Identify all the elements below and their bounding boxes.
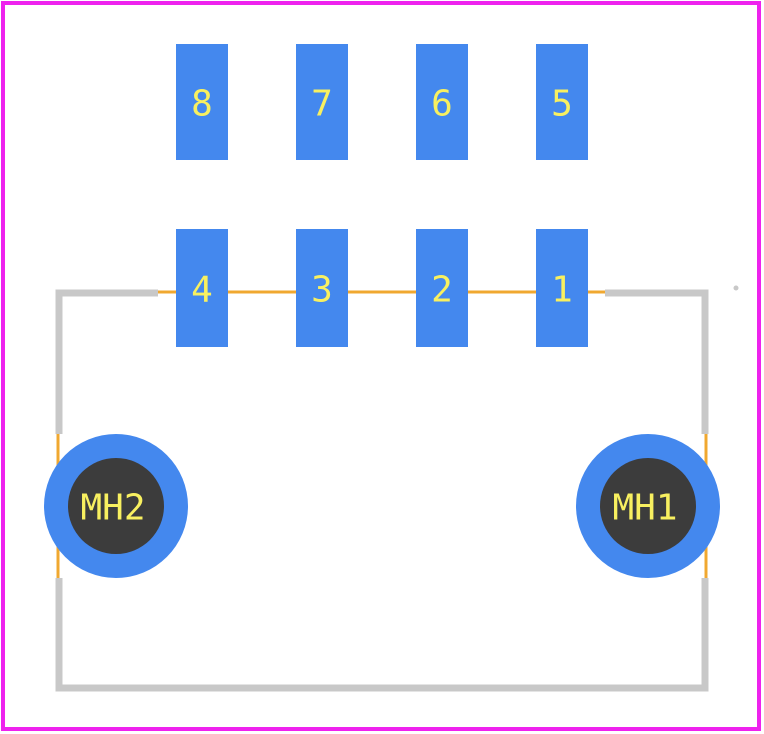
mh1-drill [600, 458, 696, 554]
pin1-marker [733, 285, 739, 291]
silkscreen-right-top [605, 289, 709, 434]
pad-5-copper [536, 44, 588, 160]
mh2-drill [68, 458, 164, 554]
pad-8[interactable]: 8 [176, 44, 228, 160]
pad-8-label: 8 [191, 84, 213, 125]
mh2-label: MH2 [80, 488, 145, 529]
silkscreen-bottom [55, 578, 709, 692]
pad-6[interactable]: 6 [416, 44, 468, 160]
pad-1[interactable]: 1 [536, 229, 588, 347]
pad-4-label: 4 [191, 270, 213, 311]
pad-8-copper [176, 44, 228, 160]
pad-5-label: 5 [551, 84, 573, 125]
pad-1-label: 1 [551, 270, 573, 311]
pad-4[interactable]: 4 [176, 229, 228, 347]
pad-6-copper [416, 44, 468, 160]
pad-7-copper [296, 44, 348, 160]
silkscreen-left-top [55, 289, 158, 434]
pad-3-copper [296, 229, 348, 347]
pad-7[interactable]: 7 [296, 44, 348, 160]
pad-2-copper [416, 229, 468, 347]
pad-3-label: 3 [311, 270, 333, 311]
pad-6-label: 6 [431, 84, 453, 125]
mh1-label: MH1 [612, 488, 677, 529]
pad-2-label: 2 [431, 270, 453, 311]
mounting-hole-mh2[interactable]: MH2 [44, 434, 188, 578]
pad-5[interactable]: 5 [536, 44, 588, 160]
pad-1-copper [536, 229, 588, 347]
pad-2[interactable]: 2 [416, 229, 468, 347]
mounting-hole-mh1[interactable]: MH1 [576, 434, 720, 578]
pad-4-copper [176, 229, 228, 347]
pad-3[interactable]: 3 [296, 229, 348, 347]
pad-7-label: 7 [311, 84, 333, 125]
silkscreen-outline [55, 289, 709, 692]
pad-group: 8 7 6 5 4 3 2 1 [176, 44, 588, 347]
